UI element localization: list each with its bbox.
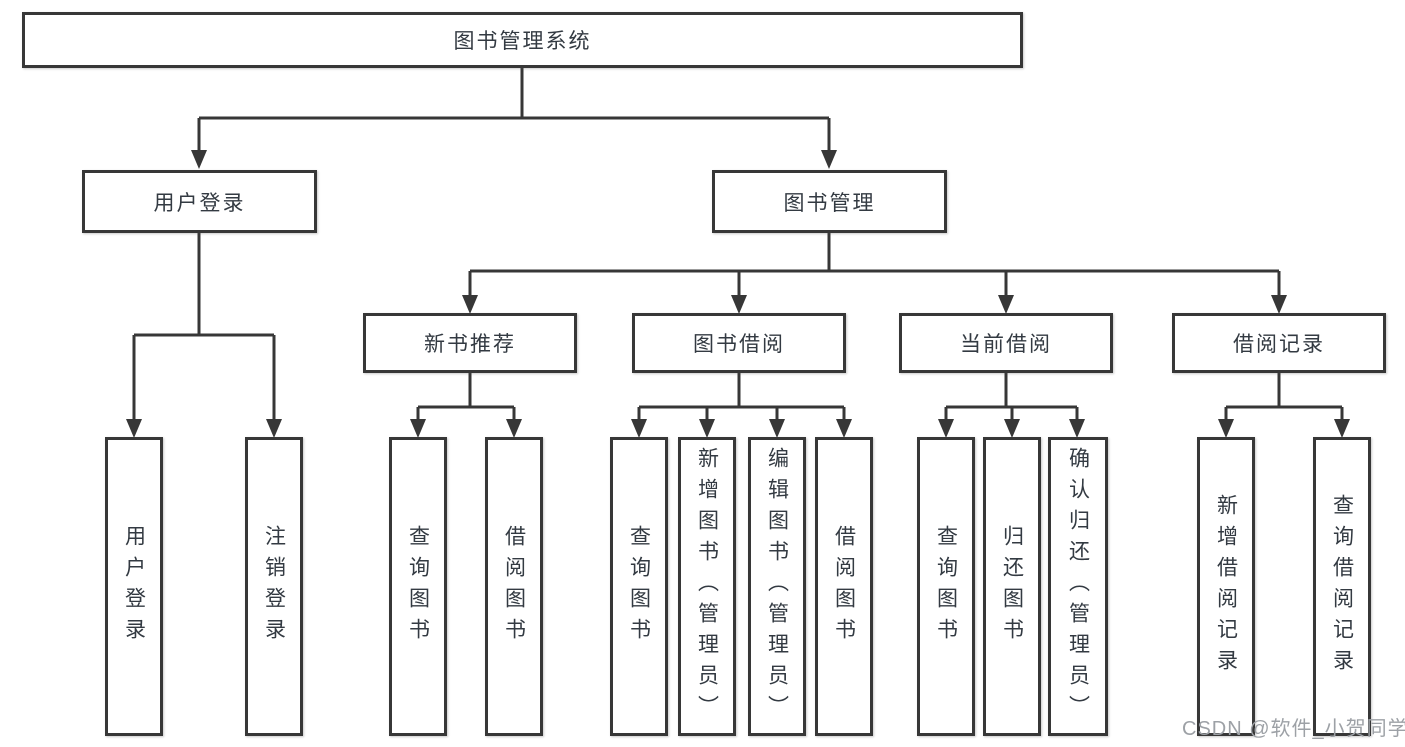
- leaf-query-books-recommend-label: 查询图书: [406, 524, 430, 649]
- leaf-edit-books-admin: 编辑图书（管理员）: [748, 437, 806, 736]
- leaf-borrow-books-recommend: 借阅图书: [485, 437, 543, 736]
- node-user-login-label: 用户登录: [153, 191, 246, 215]
- leaf-edit-books-admin-label: 编辑图书（管理员）: [765, 447, 789, 726]
- leaf-add-books-admin: 新增图书（管理员）: [678, 437, 736, 736]
- connector-currentborrow-to-leaves: [938, 373, 1085, 438]
- node-book-borrow: 图书借阅: [632, 313, 846, 373]
- leaf-user-login-label: 用户登录: [122, 524, 146, 649]
- leaf-return-books-label: 归还图书: [1000, 524, 1024, 649]
- leaf-add-borrow-record-label: 新增借阅记录: [1214, 493, 1238, 680]
- connector-userlogin-to-leaves: [126, 233, 282, 438]
- node-user-login: 用户登录: [82, 170, 317, 233]
- leaf-logout-label: 注销登录: [262, 524, 286, 649]
- leaf-query-books-borrow-label: 查询图书: [627, 524, 651, 649]
- leaf-confirm-return-admin: 确认归还（管理员）: [1048, 437, 1108, 736]
- connector-newbook-to-leaves: [410, 373, 522, 438]
- leaf-borrow-books-label: 借阅图书: [832, 524, 856, 649]
- connector-borrowrecords-to-leaves: [1218, 373, 1350, 438]
- connector-bookmgmt-to-level3: [462, 233, 1287, 314]
- node-library-system-label: 图书管理系统: [453, 30, 592, 53]
- leaf-borrow-books-recommend-label: 借阅图书: [502, 524, 526, 649]
- leaf-query-borrow-record: 查询借阅记录: [1313, 437, 1371, 736]
- leaf-return-books: 归还图书: [983, 437, 1041, 736]
- leaf-confirm-return-admin-label: 确认归还（管理员）: [1066, 447, 1090, 726]
- leaf-query-books-current: 查询图书: [917, 437, 975, 736]
- node-current-borrow-label: 当前借阅: [960, 333, 1052, 356]
- leaf-query-borrow-record-label: 查询借阅记录: [1330, 493, 1354, 680]
- leaf-query-books-borrow: 查询图书: [610, 437, 668, 736]
- node-book-management-label: 图书管理: [783, 191, 876, 215]
- leaf-add-borrow-record: 新增借阅记录: [1197, 437, 1255, 736]
- leaf-borrow-books: 借阅图书: [815, 437, 873, 736]
- leaf-add-books-admin-label: 新增图书（管理员）: [695, 447, 719, 726]
- node-book-management: 图书管理: [712, 170, 947, 233]
- leaf-query-books-recommend: 查询图书: [389, 437, 447, 736]
- node-borrow-records: 借阅记录: [1172, 313, 1386, 373]
- node-new-book-recommend: 新书推荐: [363, 313, 577, 373]
- node-book-borrow-label: 图书借阅: [693, 333, 785, 356]
- leaf-logout: 注销登录: [245, 437, 303, 736]
- connector-root-to-level2: [191, 68, 837, 169]
- leaf-query-books-current-label: 查询图书: [934, 524, 958, 649]
- csdn-watermark: CSDN @软件_小贺同学: [1182, 718, 1405, 740]
- connector-bookborrow-to-leaves: [631, 373, 852, 438]
- node-borrow-records-label: 借阅记录: [1233, 333, 1325, 356]
- node-library-system: 图书管理系统: [22, 12, 1023, 68]
- leaf-user-login: 用户登录: [105, 437, 163, 736]
- node-current-borrow: 当前借阅: [899, 313, 1113, 373]
- node-new-book-recommend-label: 新书推荐: [424, 333, 516, 356]
